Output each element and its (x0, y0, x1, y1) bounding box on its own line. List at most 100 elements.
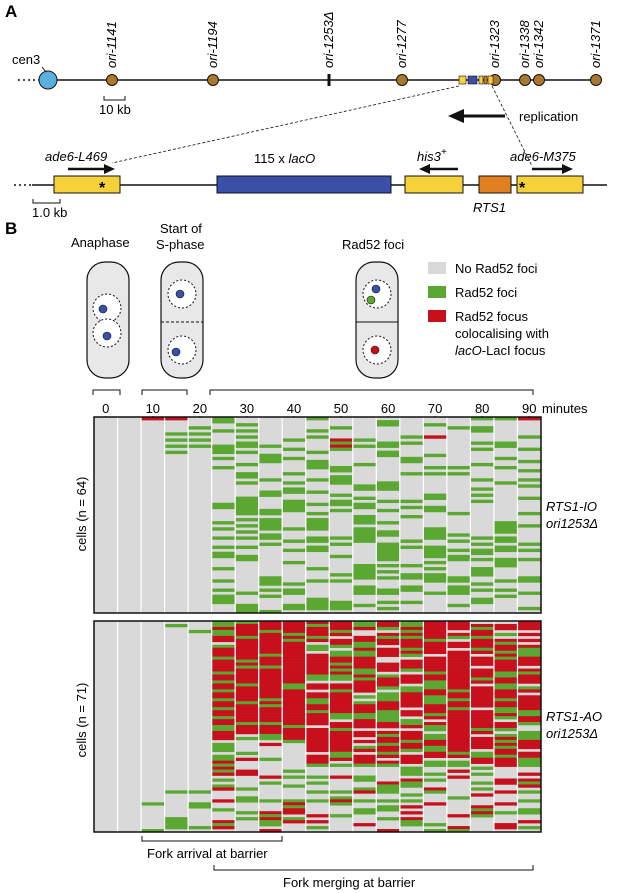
cell-rad52-focus (376, 564, 400, 568)
cell-colocalising (376, 668, 400, 672)
cell-colocalising (470, 736, 494, 741)
cell-rad52-focus (376, 805, 400, 809)
cell-rad52-focus (306, 701, 329, 705)
bracket-s-phase (141, 389, 188, 395)
cell-rad52-focus (423, 533, 447, 537)
cell-colocalising (259, 695, 282, 699)
cell-colocalising (447, 701, 470, 705)
cell-rad52-focus (282, 603, 306, 608)
cell-colocalising (447, 730, 470, 735)
cell-colocalising (306, 733, 329, 738)
cell-colocalising (306, 683, 329, 687)
origin-label: ori-1338 (517, 20, 532, 68)
cell-rad52-focus (400, 689, 423, 693)
cell-rad52-focus (282, 539, 306, 543)
cell-colocalising (400, 811, 423, 815)
cell-colocalising (447, 722, 470, 726)
cell-rad52-focus (494, 560, 517, 565)
cell-rad52-focus (235, 796, 259, 800)
cell-rad52-focus (165, 790, 188, 794)
cell-rad52-focus (165, 450, 188, 455)
cell-rad52-focus (517, 557, 541, 562)
cell-rad52-focus (400, 719, 423, 723)
cell-colocalising (470, 719, 494, 723)
cell-rad52-focus (353, 621, 376, 625)
cell-rad52-focus (329, 554, 353, 559)
cell-rad52-focus (329, 475, 353, 479)
cell-rad52-focus (400, 472, 423, 476)
cell-colocalising (306, 626, 329, 631)
cell-colocalising (517, 739, 541, 744)
panel-a-label: A (5, 2, 17, 21)
cell-rad52-focus (447, 591, 470, 595)
cell-rad52-focus (329, 499, 353, 504)
cell-rad52-focus (470, 582, 494, 586)
cell-colocalising (306, 659, 329, 663)
cell-rad52-focus (212, 644, 235, 649)
cell-colocalising (282, 641, 306, 646)
cell-rad52-focus (188, 432, 212, 436)
stage-anaphase: Anaphase (71, 235, 130, 250)
cell-rad52-focus (259, 493, 282, 497)
cell-rad52-focus (353, 808, 376, 812)
cell-rad52-focus (376, 790, 400, 794)
cell-rad52-focus (353, 521, 376, 525)
cell-rad52-focus (212, 823, 235, 827)
cell-colocalising (494, 638, 517, 643)
cen-tick (41, 66, 47, 73)
cell-rad52-focus (517, 799, 541, 803)
cell-colocalising (447, 704, 470, 708)
cell-rad52-focus (494, 594, 517, 598)
cell-colocalising (447, 695, 470, 699)
strain-1-line2: ori1253Δ (546, 516, 598, 531)
cell-colocalising (423, 689, 447, 693)
cell-colocalising (376, 739, 400, 744)
cell-rad52-focus (282, 686, 306, 690)
cell-rad52-focus (282, 683, 306, 687)
cell-rad52-focus (517, 548, 541, 553)
cell-colocalising (447, 683, 470, 687)
cell-rad52-focus (235, 557, 259, 562)
cell-colocalising (376, 647, 400, 652)
cell-colocalising (517, 695, 541, 699)
cell-colocalising (447, 665, 470, 669)
cell-rad52-focus (447, 557, 470, 562)
cell-rad52-focus (447, 763, 470, 767)
cell-rad52-focus (212, 716, 235, 720)
cell-rad52-focus (235, 423, 259, 427)
cell-rad52-focus (306, 429, 329, 433)
origin-label: ori-1194 (205, 21, 220, 68)
cell-rad52-focus (259, 518, 282, 522)
cell-rad52-focus (306, 462, 329, 467)
cell-rad52-focus (212, 466, 235, 470)
cell-rad52-focus (423, 527, 447, 531)
cell-colocalising (353, 662, 376, 666)
cell-rad52-focus (353, 487, 376, 491)
cell-rad52-focus (212, 763, 235, 767)
cell-colocalising (329, 623, 353, 628)
cell-colocalising (447, 713, 470, 717)
cell-colocalising (470, 698, 494, 702)
cell-rad52-focus (329, 790, 353, 794)
cell-rad52-focus (329, 689, 353, 693)
cell-rad52-focus (423, 554, 447, 559)
cell-colocalising (447, 674, 470, 678)
cell-rad52-focus (494, 466, 517, 470)
cell-rad52-focus (376, 635, 400, 640)
cell-rad52-focus (400, 621, 423, 625)
cell-colocalising (329, 686, 353, 690)
cell-colocalising (259, 626, 282, 631)
cell-colocalising (259, 686, 282, 690)
cell-rad52-focus (494, 739, 517, 744)
cell-rad52-focus (235, 554, 259, 559)
replication-arrow-head (448, 109, 464, 123)
cell-colocalising (400, 680, 423, 684)
cell-rad52-focus (470, 597, 494, 602)
cell-rad52-focus (259, 704, 282, 708)
cell-rad52-focus (353, 778, 376, 782)
heatmap-rts1-io (93, 416, 542, 614)
heatmap-rts1-ao (93, 620, 542, 833)
cell-colocalising (494, 647, 517, 652)
cell-colocalising (235, 772, 259, 776)
